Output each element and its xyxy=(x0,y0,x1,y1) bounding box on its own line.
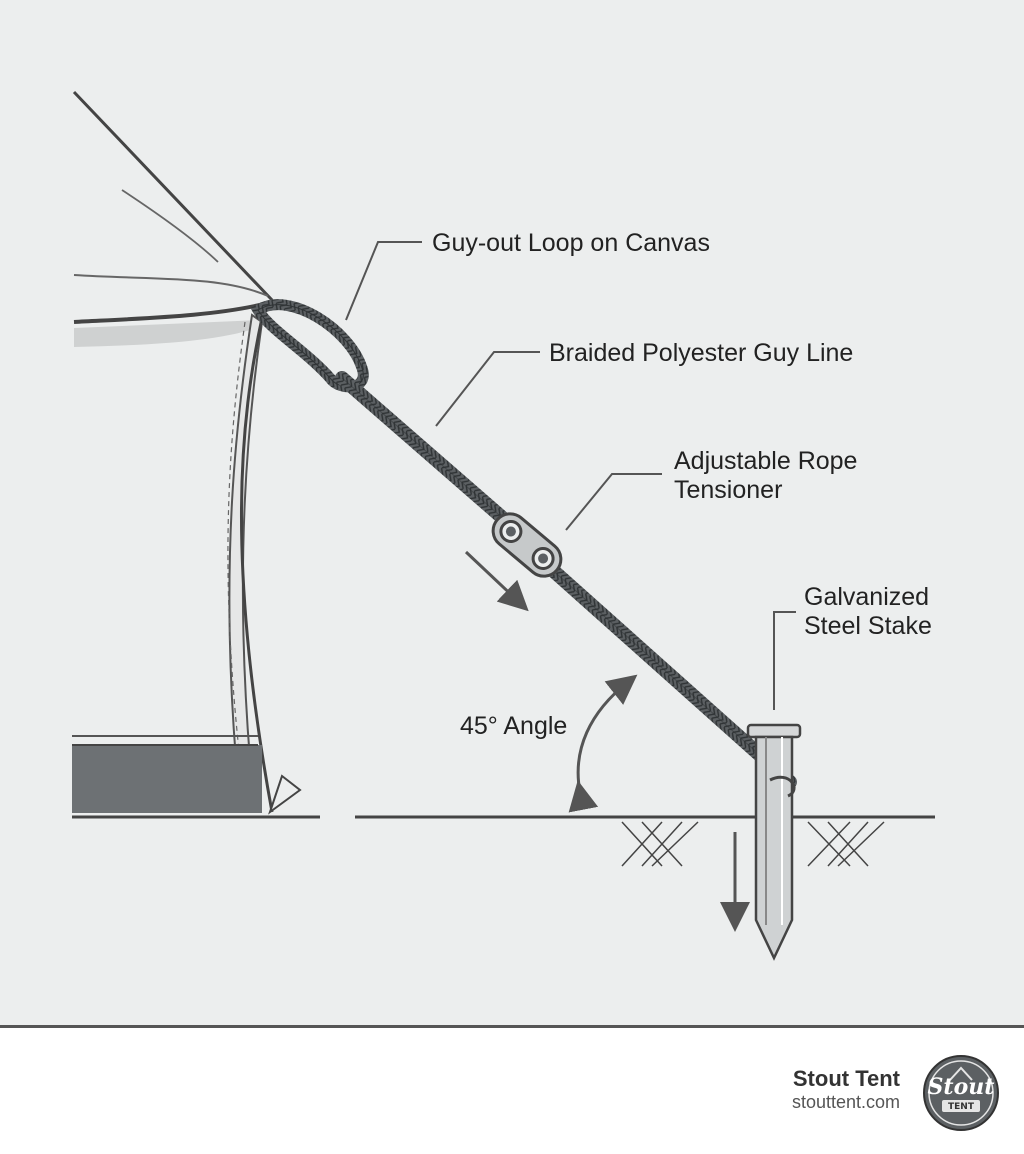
guy-line-label: Braided Polyester Guy Line xyxy=(549,339,854,367)
angle-arc-arrow xyxy=(568,674,638,813)
steel-stake xyxy=(746,723,802,961)
leader-lines xyxy=(345,241,796,710)
stake-label-line1: Galvanized xyxy=(804,583,930,611)
braided-guy-line xyxy=(335,371,797,789)
diagram-illustration xyxy=(72,90,935,961)
logo-sub-text: TENT xyxy=(948,1102,975,1112)
guy-line-diagram: Guy-out Loop on Canvas Braided Polyester… xyxy=(72,90,935,961)
footer: Stout Tent stouttent.com Stout TENT xyxy=(0,1025,1024,1154)
brand-url[interactable]: stouttent.com xyxy=(791,1092,900,1112)
tensioner-label-line2: Tensioner xyxy=(674,476,783,504)
stake-label-line2: Steel Stake xyxy=(804,612,932,640)
tent-base xyxy=(72,735,302,815)
tensioner-label-line1: Adjustable Rope xyxy=(674,447,858,475)
stout-tent-logo: Stout TENT xyxy=(923,1055,999,1131)
tension-arrow xyxy=(464,550,529,612)
angle-label: 45° Angle xyxy=(460,712,568,740)
brand-name: Stout Tent xyxy=(792,1066,900,1091)
logo-script-text: Stout xyxy=(928,1074,995,1100)
tent-canvas xyxy=(72,90,274,347)
ground-line xyxy=(72,815,935,867)
guy-out-loop-label: Guy-out Loop on Canvas xyxy=(432,229,710,257)
rope-tensioner xyxy=(491,512,563,578)
tent-wall xyxy=(227,313,274,813)
